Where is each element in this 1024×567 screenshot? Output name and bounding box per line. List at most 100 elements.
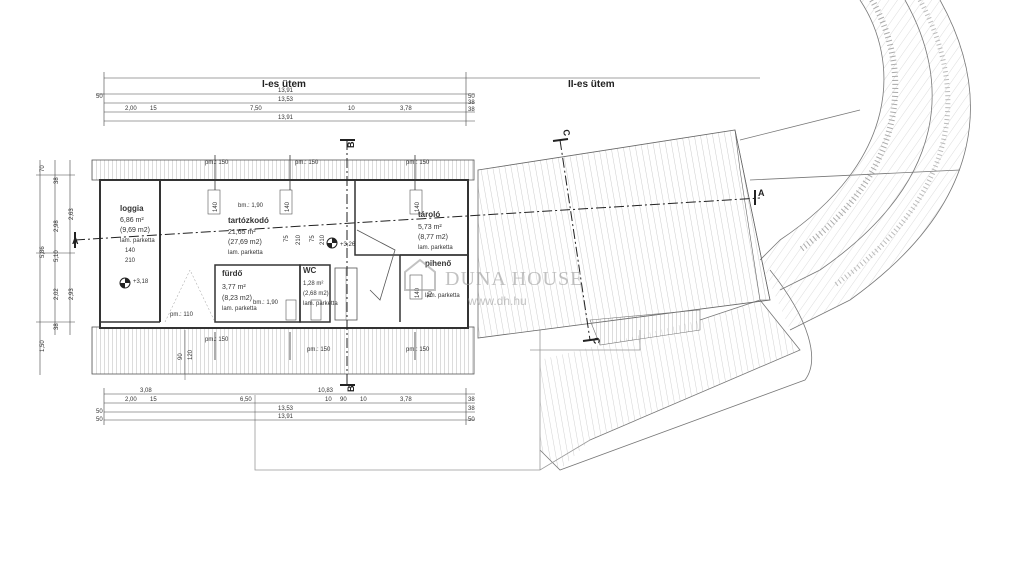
dim-label: 210 <box>125 258 136 264</box>
dim-label: 75 <box>310 235 316 242</box>
dim-label: 3,78 <box>400 106 412 112</box>
dim-label: 50 <box>468 94 475 100</box>
dim-label: 38 <box>468 107 475 113</box>
dim-label: 50 <box>96 94 103 100</box>
section-b-bottom: B <box>346 385 356 392</box>
dim-label: 13,53 <box>278 406 294 412</box>
dim-label: 38 <box>54 323 60 330</box>
dim-label: 5,86 <box>40 246 46 258</box>
dim-label: 75 <box>284 235 290 242</box>
room-name: fürdő <box>222 269 243 278</box>
dim-label: 10 <box>325 397 332 403</box>
room-name: loggia <box>120 204 144 213</box>
room-area-gross: (8,23 m2) <box>222 295 252 302</box>
dim-label: 10 <box>348 106 355 112</box>
left-dimensions <box>36 160 75 375</box>
room-height: bm.: 1,90 <box>253 300 279 306</box>
dim-label: 1,50 <box>40 340 46 352</box>
section-b-top: B <box>346 141 356 148</box>
dim-label: 140 <box>213 201 219 212</box>
dim-label: 13,91 <box>278 115 294 121</box>
phase2-roof <box>477 129 771 346</box>
room-name: WC <box>303 266 317 275</box>
dim-label: 2,63 <box>69 208 75 220</box>
watermark: DUNA HOUSE www.dh.hu <box>404 258 583 308</box>
room-area-gross: (2,68 m2) <box>303 291 329 297</box>
room-bath: fürdő 3,77 m² (8,23 m2) lam. parketta bm… <box>222 269 279 312</box>
pm-label: pm.: 110 <box>170 312 194 318</box>
dim-label: 3,78 <box>400 397 412 403</box>
room-floor: lam. parketta <box>228 250 263 256</box>
dim-label: 140 <box>415 201 421 212</box>
watermark-url: www.dh.hu <box>467 294 527 308</box>
room-name: tartózkodó <box>228 216 269 225</box>
room-area: 1,28 m² <box>303 281 323 287</box>
room-area: 6,86 m² <box>120 217 144 224</box>
dim-label: 38 <box>468 406 475 412</box>
room-area: 5,73 m² <box>418 224 442 231</box>
pm-label: pm.: 150 <box>295 160 319 166</box>
phase2-label: II-es ütem <box>568 79 615 90</box>
dim-label: 3,08 <box>140 388 152 394</box>
room-name: pihenő <box>425 259 451 268</box>
room-area-gross: (9,69 m2) <box>120 227 150 234</box>
dim-label: 15 <box>150 397 157 403</box>
room-loggia: loggia 6,86 m² (9,69 m2) lam. parketta 1… <box>120 204 155 264</box>
room-name: tároló <box>418 210 440 219</box>
site-hatching <box>540 0 971 470</box>
section-a-left: A <box>72 236 79 246</box>
room-area-gross: (27,69 m2) <box>228 239 262 246</box>
pm-label: pm.: 150 <box>406 160 430 166</box>
dim-label: 5,10 <box>54 250 60 262</box>
dim-label: 38 <box>468 397 475 403</box>
room-floor: lam. parketta <box>303 301 338 307</box>
dim-label: 140 <box>125 248 136 254</box>
section-markers: A A B B C C <box>72 129 765 392</box>
room-height: bm.: 1,90 <box>238 203 264 209</box>
room-floor: lam. parketta <box>222 306 257 312</box>
dim-label: 90 <box>178 353 184 360</box>
dim-label: 10,83 <box>318 388 334 394</box>
phase-labels: I-es ütem II-es ütem <box>262 79 615 90</box>
bottom-dimensions <box>103 388 475 425</box>
dim-label: 7,50 <box>250 106 262 112</box>
dim-label: 140 <box>285 201 291 212</box>
dim-label: 90 <box>340 397 347 403</box>
top-dim-text: 50 13,91 50 13,53 38 2,00 15 7,50 10 3,7… <box>96 88 475 121</box>
room-area: 3,77 m² <box>222 284 246 291</box>
dim-label: 2,00 <box>125 106 137 112</box>
dim-label: 2,02 <box>54 288 60 300</box>
phase1-label: I-es ütem <box>262 79 306 90</box>
dim-label: 15 <box>150 106 157 112</box>
dim-label: 210 <box>296 234 302 245</box>
pm-label: pm.: 150 <box>307 347 331 353</box>
level-label: +3,18 <box>133 279 149 285</box>
pm-label: pm.: 150 <box>406 347 430 353</box>
section-a-right: A <box>758 188 765 198</box>
roof-height-labels: pm.: 150 pm.: 150 pm.: 150 pm.: 150 pm.:… <box>133 160 434 360</box>
watermark-brand: DUNA HOUSE <box>445 268 583 290</box>
dim-label: 50 <box>468 417 475 423</box>
dim-label: 70 <box>428 291 434 298</box>
house-logo-icon <box>404 258 436 291</box>
dim-label: 140 <box>415 287 421 298</box>
dim-label: 2,93 <box>69 288 75 300</box>
section-lines <box>74 138 761 386</box>
dim-label: 2,98 <box>54 220 60 232</box>
pm-label: pm.: 150 <box>205 337 229 343</box>
dim-label: 50 <box>96 409 103 415</box>
room-wc: WC 1,28 m² (2,68 m2) lam. parketta <box>303 266 338 307</box>
section-c-top: C <box>561 129 572 138</box>
pm-label: pm.: 150 <box>205 160 229 166</box>
dim-label: 38 <box>468 100 475 106</box>
dim-label: 10 <box>360 397 367 403</box>
level-label: +3,26 <box>340 242 356 248</box>
top-dimensions <box>96 72 760 126</box>
dim-label: 70 <box>40 165 46 172</box>
dim-label: 13,53 <box>278 97 294 103</box>
dim-label: 120 <box>188 349 194 360</box>
dim-label: 2,00 <box>125 397 137 403</box>
room-area: 21,65 m² <box>228 229 256 236</box>
dim-label: 50 <box>96 417 103 423</box>
